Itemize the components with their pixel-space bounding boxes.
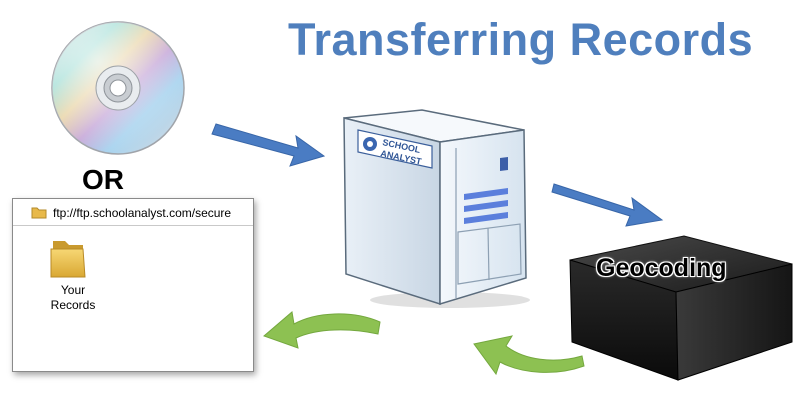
folder-label[interactable]: Your Records (50, 283, 96, 312)
server-icon: SCHOOL ANALYST (343, 109, 530, 308)
or-label: OR (82, 164, 124, 195)
page-title: Transferring Records (288, 14, 754, 65)
ftp-url: ftp://ftp.schoolanalyst.com/secure (53, 206, 232, 220)
cd-disc-icon (51, 21, 185, 155)
ftp-window: ftp://ftp.schoolanalyst.com/secure Your … (12, 198, 254, 372)
arrow-return-to-ftp-icon (263, 311, 381, 349)
arrow-to-geocoding-icon (551, 183, 664, 227)
black-box-icon (569, 235, 793, 381)
arrow-to-server-icon (211, 123, 326, 167)
arrow-return-to-server-icon (473, 335, 585, 376)
folder-small-icon (31, 207, 47, 219)
geocoding-label: Geocoding (596, 254, 727, 282)
address-bar[interactable]: ftp://ftp.schoolanalyst.com/secure (13, 199, 253, 226)
folder-icon[interactable] (47, 235, 91, 281)
